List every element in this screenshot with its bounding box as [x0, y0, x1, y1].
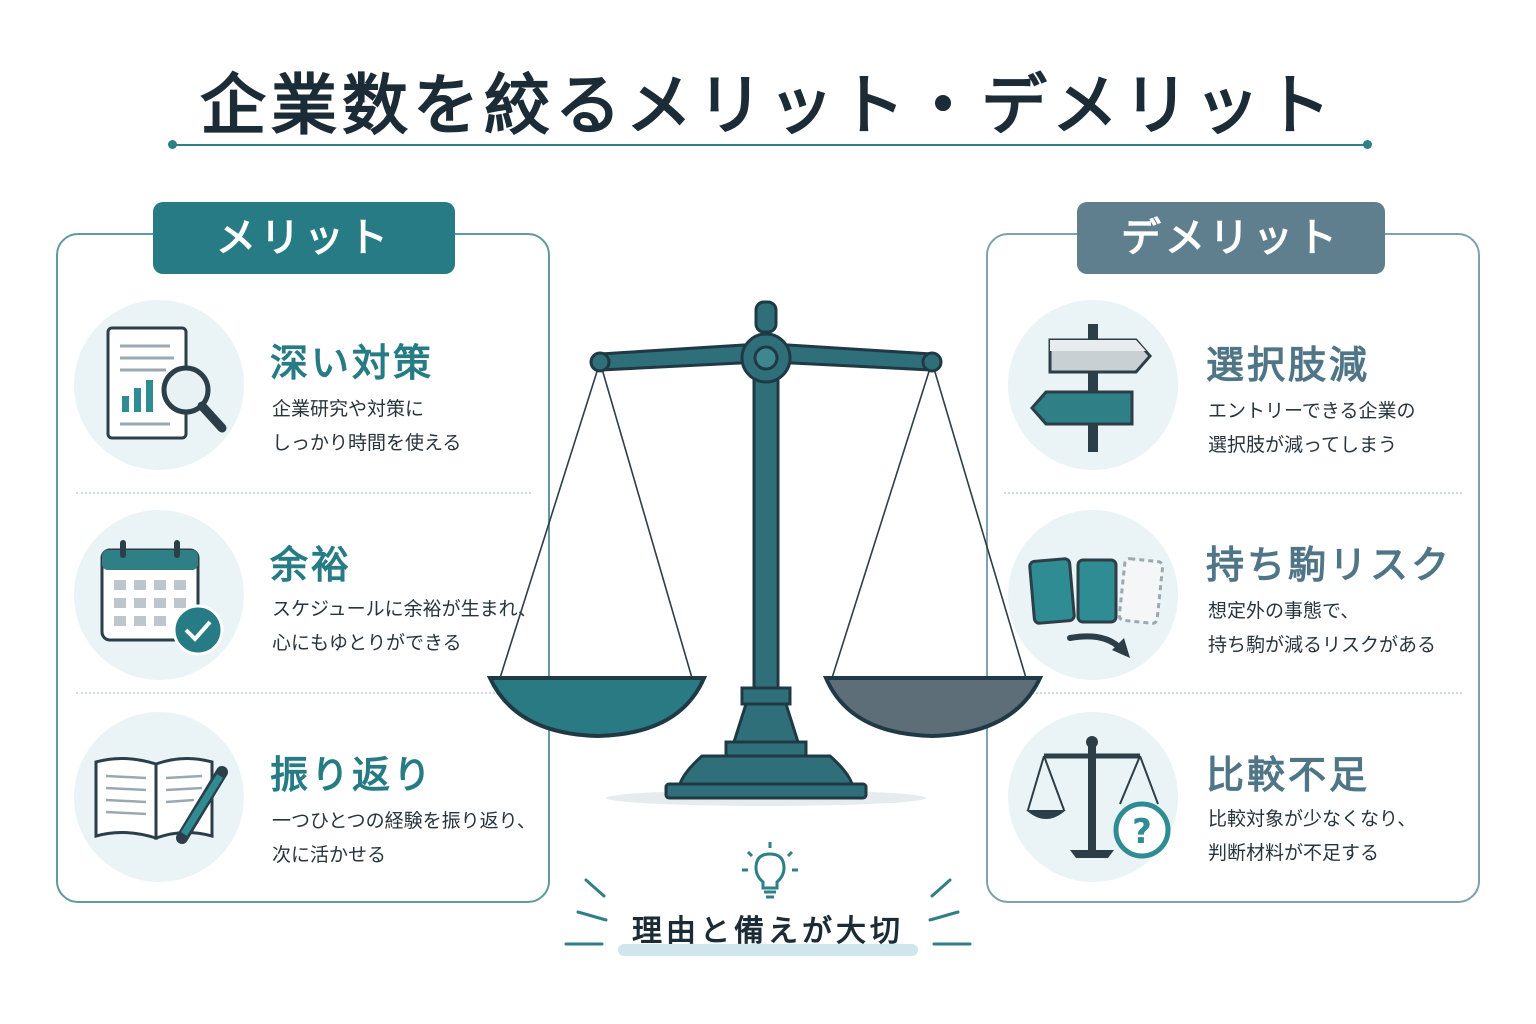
balance-scale-icon	[480, 290, 1060, 820]
merit-item-desc: 企業研究や対策に しっかり時間を使える	[272, 398, 462, 454]
merit-separator	[76, 492, 531, 494]
demerit-item-desc: 比較対象が少なくなり、 判断材料が不足する	[1208, 808, 1417, 864]
demerit-item-desc: 想定外の事態で、 持ち駒が減るリスクがある	[1208, 600, 1437, 656]
title-rule	[172, 144, 1368, 146]
footer-message: 理由と備えが大切	[632, 914, 904, 949]
demerit-item-title: 比較不足	[1206, 753, 1371, 797]
footer-highlight	[618, 944, 918, 956]
merit-separator	[76, 692, 531, 694]
merit-item-desc: スケジュールに余裕が生まれ、 心にもゆとりができる	[272, 598, 537, 654]
merit-label: メリット	[153, 202, 455, 274]
merit-item-desc: 一つひとつの経験を振り返り、 次に活かせる	[272, 810, 536, 866]
scale-question-icon: ?	[1008, 712, 1178, 882]
demerit-separator	[1004, 492, 1462, 494]
demerit-item-title: 選択肢減	[1206, 343, 1371, 387]
demerit-separator	[1004, 692, 1462, 694]
cards-arrow-icon	[1008, 510, 1178, 680]
calendar-check-icon	[74, 510, 244, 680]
lightbulb-icon	[742, 842, 798, 899]
svg-text:?: ?	[1132, 812, 1152, 852]
demerit-label: デメリット	[1077, 202, 1385, 274]
merit-item-title: 深い対策	[270, 341, 435, 385]
title-rule-dot-right	[1363, 140, 1372, 149]
merit-item-title: 振り返り	[270, 753, 435, 797]
signpost-icon	[1008, 300, 1178, 470]
report-magnifier-icon	[74, 300, 244, 470]
demerit-item-title: 持ち駒リスク	[1206, 543, 1453, 587]
demerit-item-desc: エントリーできる企業の 選択肢が減ってしまう	[1208, 400, 1416, 456]
merit-item-title: 余裕	[270, 543, 353, 587]
notebook-pen-icon	[74, 712, 244, 882]
footer-accent-lines	[564, 878, 972, 946]
page-title: 企業数を絞るメリット・デメリット	[200, 67, 1336, 144]
